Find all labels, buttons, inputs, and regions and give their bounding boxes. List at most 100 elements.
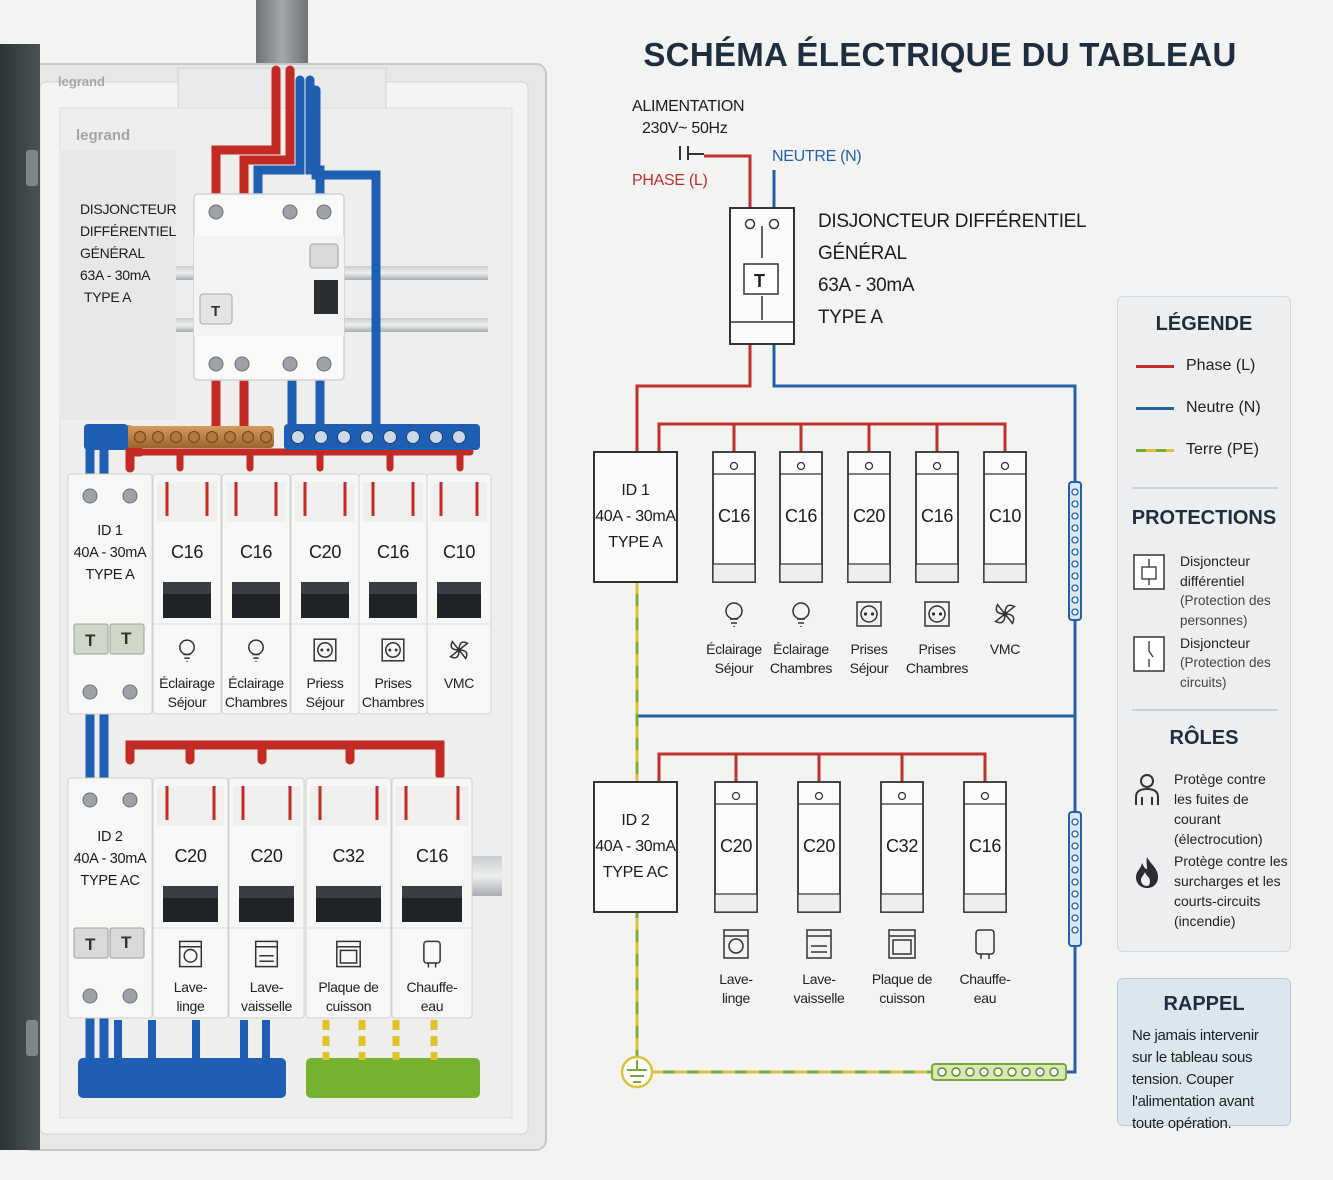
panel-photo: legrand legrand T bbox=[0, 0, 547, 1151]
rcd-icon bbox=[1133, 554, 1165, 590]
svg-text:T: T bbox=[121, 629, 132, 648]
earth-icon bbox=[620, 1055, 654, 1089]
svg-text:legrand: legrand bbox=[76, 127, 130, 144]
panel-breaker-module bbox=[426, 473, 492, 715]
panel-breaker-label: Chauffe-eau bbox=[406, 979, 458, 1014]
person-icon bbox=[1135, 774, 1159, 805]
fan-icon bbox=[449, 640, 469, 660]
circuit-breaker-symbol bbox=[983, 451, 1027, 583]
panel-breaker-label: Lave-vaisselle bbox=[241, 979, 292, 1014]
svg-text:T: T bbox=[85, 935, 96, 954]
socket-icon bbox=[313, 638, 337, 662]
circuit-label: Chauffe-eau bbox=[959, 971, 1011, 1006]
circuit-breaker-symbol bbox=[880, 781, 924, 913]
circuit-breaker-symbol bbox=[779, 451, 823, 583]
protections-title: PROTECTIONS bbox=[1131, 507, 1277, 529]
circuit-rating: C20 bbox=[802, 836, 836, 856]
phase-label: PHASE (L) bbox=[632, 172, 708, 189]
panel-breaker-module bbox=[221, 473, 291, 715]
circuit-breaker-symbol bbox=[847, 451, 891, 583]
bulb-icon bbox=[792, 602, 810, 627]
panel-breaker-rating: C20 bbox=[250, 846, 283, 866]
bulb-icon bbox=[248, 639, 264, 662]
panel-breaker-rating: C20 bbox=[174, 846, 207, 866]
panel-breaker-rating: C20 bbox=[308, 542, 342, 562]
supply-voltage: 230V~ 50Hz bbox=[642, 120, 728, 137]
panel-breaker-rating: C16 bbox=[415, 846, 449, 866]
circuit-rating: C32 bbox=[885, 836, 919, 856]
oven-icon bbox=[888, 929, 916, 959]
circuit-breaker-symbol bbox=[714, 781, 758, 913]
dishwasher-icon bbox=[254, 940, 279, 968]
page-title: SCHÉMA ÉLECTRIQUE DU TABLEAU bbox=[643, 36, 1237, 73]
neutral-label: NEUTRE (N) bbox=[772, 148, 862, 165]
panel-breaker-rating: C10 bbox=[442, 542, 476, 562]
circuit-rating: C20 bbox=[852, 506, 886, 526]
fan-icon bbox=[994, 603, 1016, 625]
panel-breaker-module bbox=[358, 473, 428, 715]
washer-icon bbox=[723, 929, 749, 959]
water-heater-icon bbox=[423, 940, 441, 968]
bulb-icon bbox=[179, 639, 195, 662]
circuit-label: Lave-linge bbox=[719, 971, 753, 1006]
legend-phase: Phase (L) bbox=[1136, 357, 1255, 375]
panel-breaker-rating: C32 bbox=[332, 846, 365, 866]
socket-icon bbox=[924, 601, 950, 627]
fire-icon bbox=[1136, 857, 1158, 888]
panel-breaker-rating: C16 bbox=[170, 542, 204, 562]
legend-panel: LÉGENDE Phase (L) Neutre (N) Terre (PE) … bbox=[1117, 296, 1291, 952]
circuit-breaker-symbol bbox=[915, 451, 959, 583]
svg-text:T: T bbox=[211, 303, 220, 320]
supply-label: ALIMENTATION bbox=[632, 98, 745, 115]
legend-neutral: Neutre (N) bbox=[1136, 399, 1261, 417]
main-breaker-test-button: T bbox=[754, 271, 765, 291]
roles-title: RÔLES bbox=[1169, 727, 1239, 749]
circuit-breaker-symbol bbox=[963, 781, 1007, 913]
circuit-rating: C16 bbox=[968, 836, 1002, 856]
panel-breaker-module bbox=[152, 473, 222, 715]
oven-icon bbox=[336, 940, 361, 968]
panel-breaker-module bbox=[391, 777, 473, 1019]
circuit-rating: C10 bbox=[988, 506, 1022, 526]
reminder-title: RAPPEL bbox=[1163, 993, 1245, 1015]
panel-breaker-rating: C16 bbox=[376, 542, 410, 562]
svg-text:T: T bbox=[85, 631, 96, 650]
socket-icon bbox=[856, 601, 882, 627]
panel-breaker-module bbox=[228, 777, 305, 1019]
panel-breaker-module bbox=[152, 777, 229, 1019]
circuit-rating: C16 bbox=[920, 506, 954, 526]
dishwasher-icon bbox=[806, 929, 832, 959]
reminder-text: Ne jamais intervenir sur le tableau sous… bbox=[1132, 1027, 1259, 1132]
circuit-breaker-symbol bbox=[797, 781, 841, 913]
panel-breaker-label: Lave-linge bbox=[173, 979, 208, 1014]
reminder-box: RAPPEL Ne jamais intervenir sur le table… bbox=[1117, 978, 1291, 1132]
circuit-label: Lave-vaisselle bbox=[793, 971, 845, 1006]
circuit-rating: C20 bbox=[719, 836, 753, 856]
circuit-label: VMC bbox=[989, 641, 1021, 657]
panel-breaker-label: VMC bbox=[443, 675, 475, 691]
circuit-breaker-symbol bbox=[712, 451, 756, 583]
washer-icon bbox=[178, 940, 203, 968]
svg-text:legrand: legrand bbox=[58, 74, 105, 89]
circuit-rating: C16 bbox=[784, 506, 818, 526]
